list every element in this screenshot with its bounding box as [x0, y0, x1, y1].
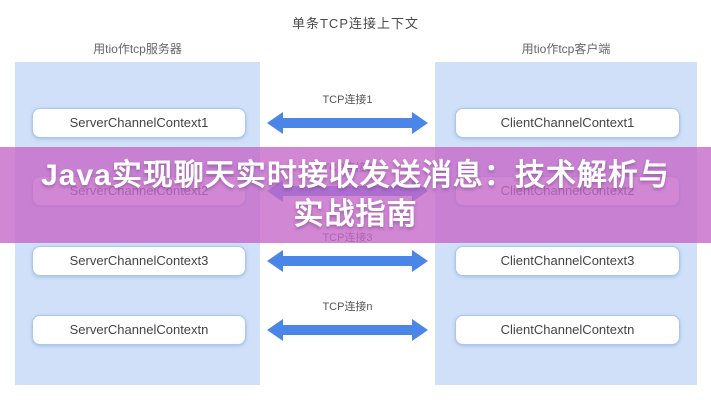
connection-row-3: ServerChannelContext3 TCP连接3 ClientChann…: [0, 232, 711, 276]
arrow-right-head-icon: [412, 250, 428, 272]
double-arrow-icon: [267, 319, 428, 341]
arrow-right-head-icon: [412, 112, 428, 134]
connection-label: TCP连接1: [322, 94, 373, 106]
server-panel-header: 用tio作tcp服务器: [93, 42, 182, 56]
client-panel-header: 用tio作tcp客户端: [521, 42, 611, 56]
arrow-left-head-icon: [267, 250, 283, 272]
connection-row-4: ServerChannelContextn TCP连接n ClientChann…: [0, 301, 711, 345]
banner-title-line2: 实战指南: [293, 198, 418, 231]
connection-row-1: ServerChannelContext1 TCP连接1 ClientChann…: [0, 94, 711, 138]
arrow-body: [283, 325, 412, 335]
arrow-body: [283, 118, 412, 128]
double-arrow-icon: [267, 250, 428, 272]
arrow-left-head-icon: [267, 319, 283, 341]
server-node: ServerChannelContextn: [32, 315, 246, 345]
server-node: ServerChannelContext3: [32, 246, 246, 276]
arrow-left-head-icon: [267, 112, 283, 134]
client-node: ClientChannelContext1: [455, 108, 680, 138]
server-node: ServerChannelContext1: [32, 108, 246, 138]
connection-label: TCP连接n: [322, 301, 373, 313]
client-node: ClientChannelContext3: [455, 246, 680, 276]
page-title: 单条TCP连接上下文: [291, 16, 419, 31]
title-banner-overlay: Java实现聊天实时接收发送消息：技术解析与 实战指南: [0, 147, 711, 243]
client-node: ClientChannelContextn: [455, 315, 680, 345]
double-arrow-icon: [267, 112, 428, 134]
arrow-body: [283, 256, 412, 266]
banner-title-line1: Java实现聊天实时接收发送消息：技术解析与: [41, 159, 670, 192]
arrow-right-head-icon: [412, 319, 428, 341]
